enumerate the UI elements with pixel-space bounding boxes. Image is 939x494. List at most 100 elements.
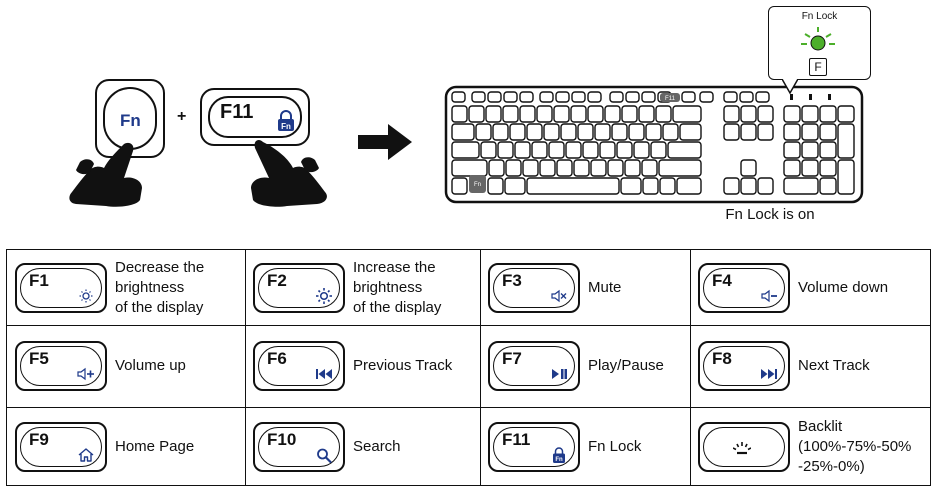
- keyboard-key: [641, 91, 656, 103]
- function-key-face: [493, 346, 575, 386]
- keyboard-key: [676, 177, 702, 195]
- function-description: Volume up: [115, 356, 186, 376]
- volume-up-icon: [77, 367, 94, 381]
- function-description-line: Fn Lock: [588, 438, 642, 455]
- keyboard-key: [488, 159, 505, 177]
- play-pause-icon: [552, 369, 567, 379]
- keyboard-key: [620, 177, 642, 195]
- function-cell: Backlit (100%-75%-50% -25%-0%): [690, 407, 932, 487]
- keyboard-key: [480, 141, 497, 159]
- function-description: Backlit (100%-75%-50% -25%-0%): [798, 417, 911, 477]
- keyboard-key: [801, 123, 819, 141]
- keyboard-key: [641, 159, 658, 177]
- f11-key-face: [208, 96, 302, 138]
- keyboard-key: [819, 177, 837, 195]
- keyboard-key: [801, 105, 819, 123]
- keyboard-key: [783, 123, 801, 141]
- keyboard-key: [497, 141, 514, 159]
- keyboard-key: [638, 105, 655, 123]
- keyboard-key: [553, 105, 570, 123]
- row-divider: [7, 407, 930, 408]
- function-description-line: brightness: [353, 279, 423, 296]
- keyboard-key: [565, 141, 582, 159]
- hand-right-icon: [251, 140, 327, 207]
- function-description-line: Mute: [588, 279, 622, 296]
- keyboard-key: [487, 91, 502, 103]
- function-cell: F8 Next Track: [690, 325, 932, 407]
- keyboard-key: [801, 141, 819, 159]
- function-description-line: (100%-75%-50%: [798, 438, 912, 455]
- fn-badge: Fn: [469, 175, 486, 193]
- keyboard-key: [819, 123, 837, 141]
- keyboard-key: [672, 105, 702, 123]
- keyboard-key: [594, 123, 611, 141]
- function-key-face: [20, 268, 102, 308]
- keyboard-key: [582, 141, 599, 159]
- keyboard-key: [740, 177, 757, 195]
- function-description-line: Volume up: [115, 357, 186, 374]
- keyboard-key: [522, 159, 539, 177]
- function-description-line: Previous Track: [353, 357, 453, 374]
- keyboard-key: [526, 177, 620, 195]
- keyboard-key: [723, 177, 740, 195]
- keyboard-f11-badge: F11: [665, 96, 676, 102]
- keyboard-fn-badge: Fn: [474, 182, 481, 188]
- plus-sign: +: [177, 108, 187, 125]
- keyboard-key: [514, 141, 531, 159]
- function-description-line: Volume down: [798, 279, 889, 296]
- function-key-label: F2: [267, 271, 287, 290]
- keyboard-key: [740, 123, 757, 141]
- keyboard-key: [681, 91, 696, 103]
- keyboard-key: [723, 105, 740, 123]
- function-description-line: Next Track: [798, 357, 870, 374]
- keyboard-key: [451, 159, 488, 177]
- keyboard-key: [609, 91, 624, 103]
- keyboard-key: [503, 91, 518, 103]
- keyboard-key: [504, 177, 526, 195]
- keyboard-key: [519, 105, 536, 123]
- function-key-label: F1: [29, 271, 49, 290]
- keyboard-key: [837, 105, 855, 123]
- function-key: F8: [698, 341, 790, 391]
- padlock-badge: Fn: [281, 122, 291, 131]
- keyboard-key: [837, 123, 855, 159]
- keyboard-key: [679, 123, 702, 141]
- function-description-line: Home Page: [115, 438, 195, 455]
- backlight-icon: [733, 442, 751, 455]
- keyboard-key: [625, 91, 640, 103]
- keyboard-key: [539, 159, 556, 177]
- column-divider: [480, 250, 481, 485]
- function-description-line: of the display: [353, 299, 442, 316]
- indicator-lights: [790, 94, 831, 100]
- arrow-right-icon: [358, 124, 412, 160]
- keyboard-key: [509, 123, 526, 141]
- keyboard-key: [451, 105, 468, 123]
- keyboard-key: [658, 159, 702, 177]
- keyboard-key: [633, 141, 650, 159]
- brightness-up-icon: [316, 288, 332, 304]
- function-key-label: F10: [267, 430, 297, 449]
- function-description-line: Backlit: [798, 418, 843, 435]
- home-icon: [78, 448, 94, 462]
- keyboard-key: [801, 159, 819, 177]
- keyboard-key: [757, 105, 774, 123]
- keyboard-key: [819, 141, 837, 159]
- search-icon: [317, 448, 332, 463]
- keyboard-key: [621, 105, 638, 123]
- function-key-face: [258, 346, 340, 386]
- function-description-line: Search: [353, 438, 401, 455]
- keyboard-key: [475, 123, 492, 141]
- keyboard-key: [471, 91, 486, 103]
- function-description-line: -25%-0%): [798, 458, 865, 475]
- keyboard-key: [468, 105, 485, 123]
- keyboard-key: [543, 123, 560, 141]
- keyboard-diagram: F11 Fn: [444, 85, 864, 204]
- keyboard-key: [451, 177, 468, 195]
- fn-lock-status: Fn Lock is on: [725, 206, 815, 223]
